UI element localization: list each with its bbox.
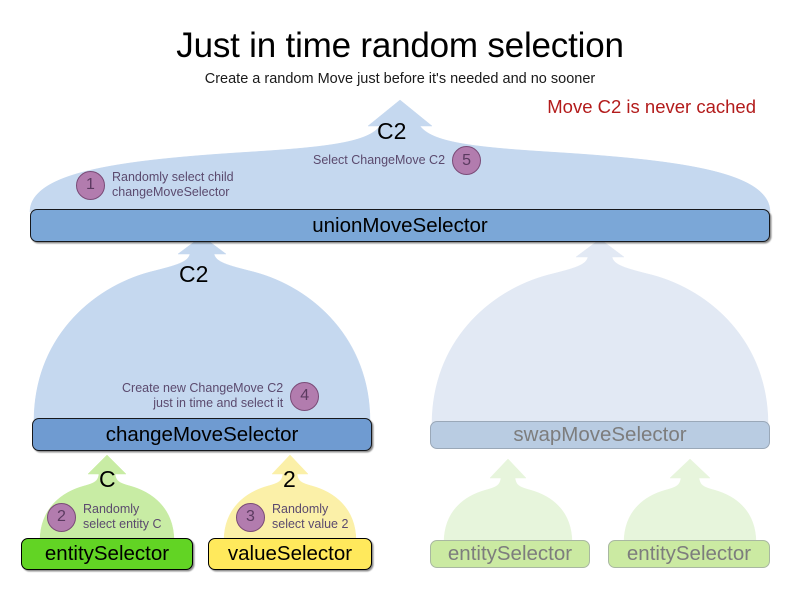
annotation-line: Randomly xyxy=(83,502,140,516)
step-badge-4: 4 xyxy=(290,381,320,411)
annotation-line: Randomly select child xyxy=(112,170,234,184)
node-change-move-selector[interactable]: changeMoveSelector xyxy=(32,418,372,451)
flow-arrow-union-out xyxy=(29,99,771,213)
node-entity-selector[interactable]: entitySelector xyxy=(21,538,193,570)
node-value-selector[interactable]: valueSelector xyxy=(208,538,372,570)
annotation-step-4-text: Create new ChangeMove C2 just in time an… xyxy=(122,381,283,411)
flow-arrow-change-out xyxy=(33,235,371,422)
step-badge-3: 3 xyxy=(236,502,265,532)
node-ghost-entity-selector-1[interactable]: entitySelector xyxy=(430,540,590,568)
annotation-line: Select ChangeMove C2 xyxy=(313,153,446,167)
annotation-line: just in time and select it xyxy=(153,396,284,410)
annotation-step-1: 1 Randomly select child changeMoveSelect… xyxy=(76,170,234,200)
annotation-step-2: 2 Randomly select entity C xyxy=(47,502,162,532)
page-title: Just in time random selection xyxy=(176,26,624,65)
flow-label-union-out: C2 xyxy=(377,118,407,144)
flow-label-change-out: C2 xyxy=(179,261,209,287)
annotation-step-3: 3 Randomly select value 2 xyxy=(236,502,348,532)
annotation-step-5: Select ChangeMove C2 5 xyxy=(313,146,482,175)
annotation-line: Create new ChangeMove C2 xyxy=(122,381,284,395)
page-subtitle: Create a random Move just before it's ne… xyxy=(204,71,596,87)
annotation-step-2-text: Randomly select entity C xyxy=(83,502,162,532)
annotation-step-4: Create new ChangeMove C2 just in time an… xyxy=(122,381,320,411)
step-badge-2: 2 xyxy=(47,502,76,532)
annotation-step-3-text: Randomly select value 2 xyxy=(272,502,348,532)
annotation-line: select entity C xyxy=(83,517,162,531)
flow-arrow-ghost-entity-1-out xyxy=(443,458,573,544)
annotation-line: Randomly xyxy=(272,502,329,516)
annotation-step-1-text: Randomly select child changeMoveSelector xyxy=(112,170,234,200)
node-swap-move-selector[interactable]: swapMoveSelector xyxy=(430,421,770,449)
annotation-line: changeMoveSelector xyxy=(112,185,230,199)
flow-arrow-ghost-entity-2-out xyxy=(623,458,757,544)
node-union-move-selector[interactable]: unionMoveSelector xyxy=(30,209,770,242)
node-ghost-entity-selector-2[interactable]: entitySelector xyxy=(608,540,770,568)
step-badge-1: 1 xyxy=(76,170,105,200)
annotation-step-5-text: Select ChangeMove C2 xyxy=(313,153,445,168)
flow-label-value-out: 2 xyxy=(283,466,296,492)
annotation-line: select value 2 xyxy=(272,517,349,531)
flow-label-entity-out: C xyxy=(99,466,116,492)
step-badge-5: 5 xyxy=(452,146,482,175)
never-cached-note: Move C2 is never cached xyxy=(547,96,756,117)
flow-arrow-swap-out xyxy=(431,238,769,425)
